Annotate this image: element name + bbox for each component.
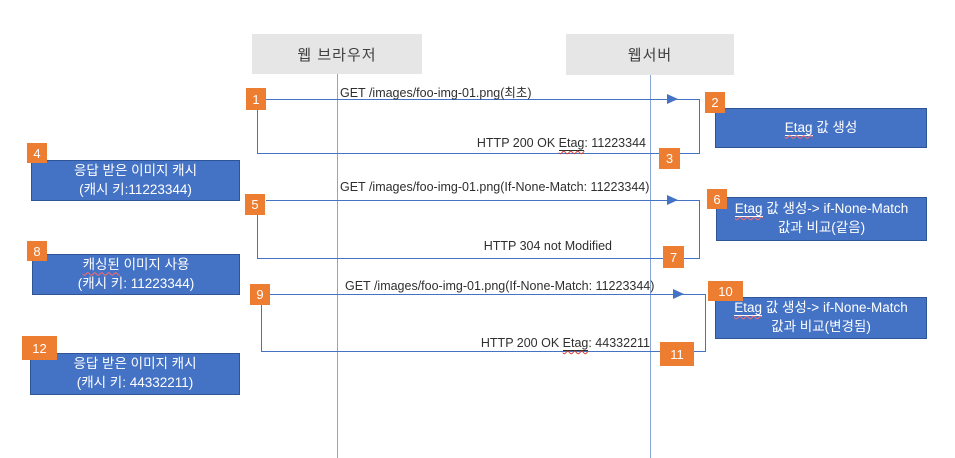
badge-7: 7 [663,246,684,268]
step-text: 값 생성 [812,119,858,135]
badge-6: 6 [707,189,727,209]
step-text: 값 생성-> if-None-Match [762,201,909,217]
connector-left-2 [257,215,258,258]
response-1-etag: Etag [558,136,585,151]
badge-2: 2 [705,92,725,113]
step-box-line: Etag 값 생성-> if-None-Match [734,200,909,219]
connector-right-3 [705,294,706,352]
step-box-etag-create: Etag 값 생성 [715,108,927,148]
etag-word: Etag [734,201,763,218]
spellcheck-word: 캐싱된 [82,256,120,272]
response-label-2: HTTP 304 not Modified [483,239,612,253]
step-box-line: 응답 받은 이미지 캐시 [73,162,198,178]
step-box-line: Etag 값 생성 [784,119,858,138]
step-box-line: Etag 값 생성-> if-None-Match [734,299,908,318]
step-box-line: (캐시 키: 11223344) [77,275,195,291]
response-1-suffix: : 11223344 [584,136,646,150]
actor-web-server: 웹서버 [566,34,734,75]
step-box-line: 응답 받은 이미지 캐시 [73,356,197,372]
badge-11: 11 [660,342,694,366]
badge-3: 3 [659,148,680,169]
response-line-3 [261,351,706,352]
actor-web-browser: 웹 브라우저 [252,34,422,74]
step-box-line: (캐시 키: 44332211) [76,375,194,390]
badge-9: 9 [250,284,270,305]
request-line-1 [266,99,699,100]
response-line-1 [257,153,700,154]
response-label-3: HTTP 200 OK Etag: 44332211 [404,336,650,351]
lifeline-browser [337,74,338,458]
badge-8: 8 [27,241,47,261]
request-arrowhead-1-icon [667,94,678,104]
step-box-line: 캐싱된 이미지 사용 [83,256,190,275]
step-box-line: (캐시 키:11223344) [79,181,192,197]
request-line-2 [266,200,699,201]
request-line-3 [270,294,705,295]
connector-right-1 [699,99,700,154]
request-label-3: GET /images/foo-img-01.png(If-None-Match… [345,279,655,293]
request-arrowhead-3-icon [673,289,684,299]
response-line-2 [257,258,700,259]
connector-left-3 [261,305,262,351]
step-box-use-cached-image: 캐싱된 이미지 사용(캐시 키: 11223344) [32,254,240,295]
response-1-prefix: HTTP 200 OK [476,136,559,150]
response-3-etag: Etag [562,336,589,351]
badge-10: 10 [708,281,743,301]
connector-left-1 [257,110,258,154]
response-3-suffix: : 44332211 [588,336,650,350]
response-3-prefix: HTTP 200 OK [480,336,563,350]
etag-word: Etag [784,119,813,136]
lifeline-server [650,75,651,458]
step-text: 값 생성-> if-None-Match [762,300,908,316]
badge-12: 12 [22,336,57,360]
step-box-cache-response-1: 응답 받은 이미지 캐시 (캐시 키:11223344) [31,160,240,201]
response-label-1: HTTP 200 OK Etag: 11223344 [400,136,646,151]
step-box-line: 값과 비교(같음) [777,220,866,235]
step-text: 이미지 사용 [119,256,190,272]
request-label-2: GET /images/foo-img-01.png(If-None-Match… [340,180,650,194]
badge-5: 5 [245,194,265,215]
request-label-1: GET /images/foo-img-01.png(최초) [340,86,532,100]
step-box-cache-response-2: 응답 받은 이미지 캐시 (캐시 키: 44332211) [30,353,240,395]
badge-4: 4 [27,143,47,163]
connector-right-2 [699,200,700,259]
badge-1: 1 [246,88,266,110]
step-box-line: 값과 비교(변경됨) [771,319,871,334]
request-arrowhead-2-icon [667,195,678,205]
etag-word: Etag [734,300,763,317]
